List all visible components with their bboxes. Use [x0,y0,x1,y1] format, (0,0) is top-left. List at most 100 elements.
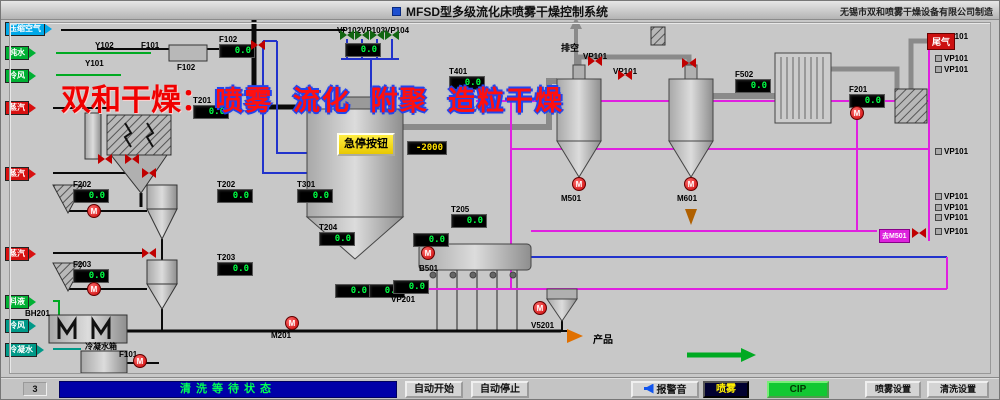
clean-settings-button[interactable]: 清洗设置 [927,381,989,398]
gauge-value: 0.0 [219,44,255,58]
valve-icon[interactable] [370,30,384,40]
valve-icon[interactable] [912,228,926,238]
outlet-label: 去M501 [879,229,910,243]
vent-vessel [650,26,666,46]
gauge: -2000 [407,141,447,155]
pipe-label: V5201 [531,321,555,330]
pipe-label: F102 [177,63,196,72]
gauge-value: 0.0 [217,189,253,203]
gauge-value: 0.0 [345,43,381,57]
bottom-bar: 3 清洗等待状态 自动开始 自动停止 报警音 喷雾 CIP 喷雾设置 清洗设置 [1,377,999,399]
pipe-label: VP101 [935,147,968,156]
pipe-label: BH201 [25,309,50,318]
cyclone-b [668,64,714,178]
gauge-value: 0.0 [217,262,253,276]
valve-icon[interactable] [142,248,156,258]
inlet-label: 冷风 [5,319,36,333]
valve-icon[interactable] [142,168,156,178]
valve-icon[interactable] [251,40,265,50]
inlet-label: 蒸汽 [5,247,36,261]
pump-icon[interactable]: M [421,246,435,260]
gauge-label: T203 [217,253,236,262]
green-arrow [741,348,756,362]
pump-icon[interactable]: M [850,106,864,120]
title-text: MFSD型多级流化床喷雾干燥控制系统 [406,5,608,19]
gauge-value: 0.0 [413,233,449,247]
gauge-value: 0.0 [849,94,885,108]
auto-stop-button[interactable]: 自动停止 [471,381,529,398]
heater-f102 [168,44,208,62]
gauge-value: 0.0 [319,232,355,246]
product-arrow [567,329,583,343]
valve-icon[interactable] [125,154,139,164]
pipe-label: VP201 [391,295,416,304]
pump-icon[interactable]: M [133,354,147,368]
valve-icon[interactable] [618,70,632,80]
discharge-arrow [685,209,697,225]
inlet-label: 冷凝水 [5,343,44,357]
pump-icon[interactable]: M [87,282,101,296]
valve-icon[interactable] [340,30,354,40]
status-indicator: 3 [23,382,47,396]
gauge-label: F202 [73,180,92,189]
pipe-label: VP101 [935,65,968,74]
pipes-green [53,52,741,358]
exhaust-filter [894,88,928,124]
pipe-label: 冷凝水箱 [85,342,117,351]
valve-icon[interactable] [98,154,112,164]
fluid-bed [418,243,532,279]
inlet-label: 蒸汽 [5,101,36,115]
vent-arrow [570,17,582,29]
heat-exchanger [774,52,832,124]
pump-icon[interactable]: M [533,301,547,315]
pump-icon[interactable]: M [684,177,698,191]
gauge-value: 0.0 [735,79,771,93]
pipe-label: M501 [561,194,582,203]
valve-icon[interactable] [385,30,399,40]
gauge-label: T204 [319,223,338,232]
inlet-label: 料液 [5,295,36,309]
cyclone-left-1 [146,184,178,241]
inlet-label: 蒸汽 [5,167,36,181]
gauge-label: F203 [73,260,92,269]
spray-settings-button[interactable]: 喷雾设置 [865,381,921,398]
valve-icon[interactable] [355,30,369,40]
small-tank [84,112,102,160]
gauge-value: 0.0 [451,214,487,228]
emergency-stop-button[interactable]: 急停按钮 [337,133,395,156]
speaker-icon [643,383,654,394]
gauge-value: 0.0 [193,105,229,119]
gauge-value: 0.0 [297,189,333,203]
gauge-label: T401 [449,67,468,76]
gauge-label: F102 [219,35,238,44]
alarm-sound-button[interactable]: 报警音 [631,381,699,398]
valve-icon[interactable] [588,56,602,66]
pipe-label: Y101 [85,59,104,68]
pump-icon[interactable]: M [285,316,299,330]
cyclone-left-2 [146,259,178,310]
spray-button[interactable]: 喷雾 [703,381,749,398]
pump-icon[interactable]: M [87,204,101,218]
pipe-label: F101 [141,41,160,50]
status-message: 清洗等待状态 [59,381,397,398]
pipe-label: VP101 [935,54,968,63]
inlet-label: 压缩空气 [5,22,52,36]
gauge: 0.0 [335,284,371,298]
outlet-label: 产品 [593,335,613,346]
auto-start-button[interactable]: 自动开始 [405,381,463,398]
gauge-value: -2000 [407,141,447,155]
bag-filter [106,114,172,194]
valve-icon[interactable] [682,58,696,68]
cip-button[interactable]: CIP [767,381,829,398]
pump-icon[interactable]: M [572,177,586,191]
